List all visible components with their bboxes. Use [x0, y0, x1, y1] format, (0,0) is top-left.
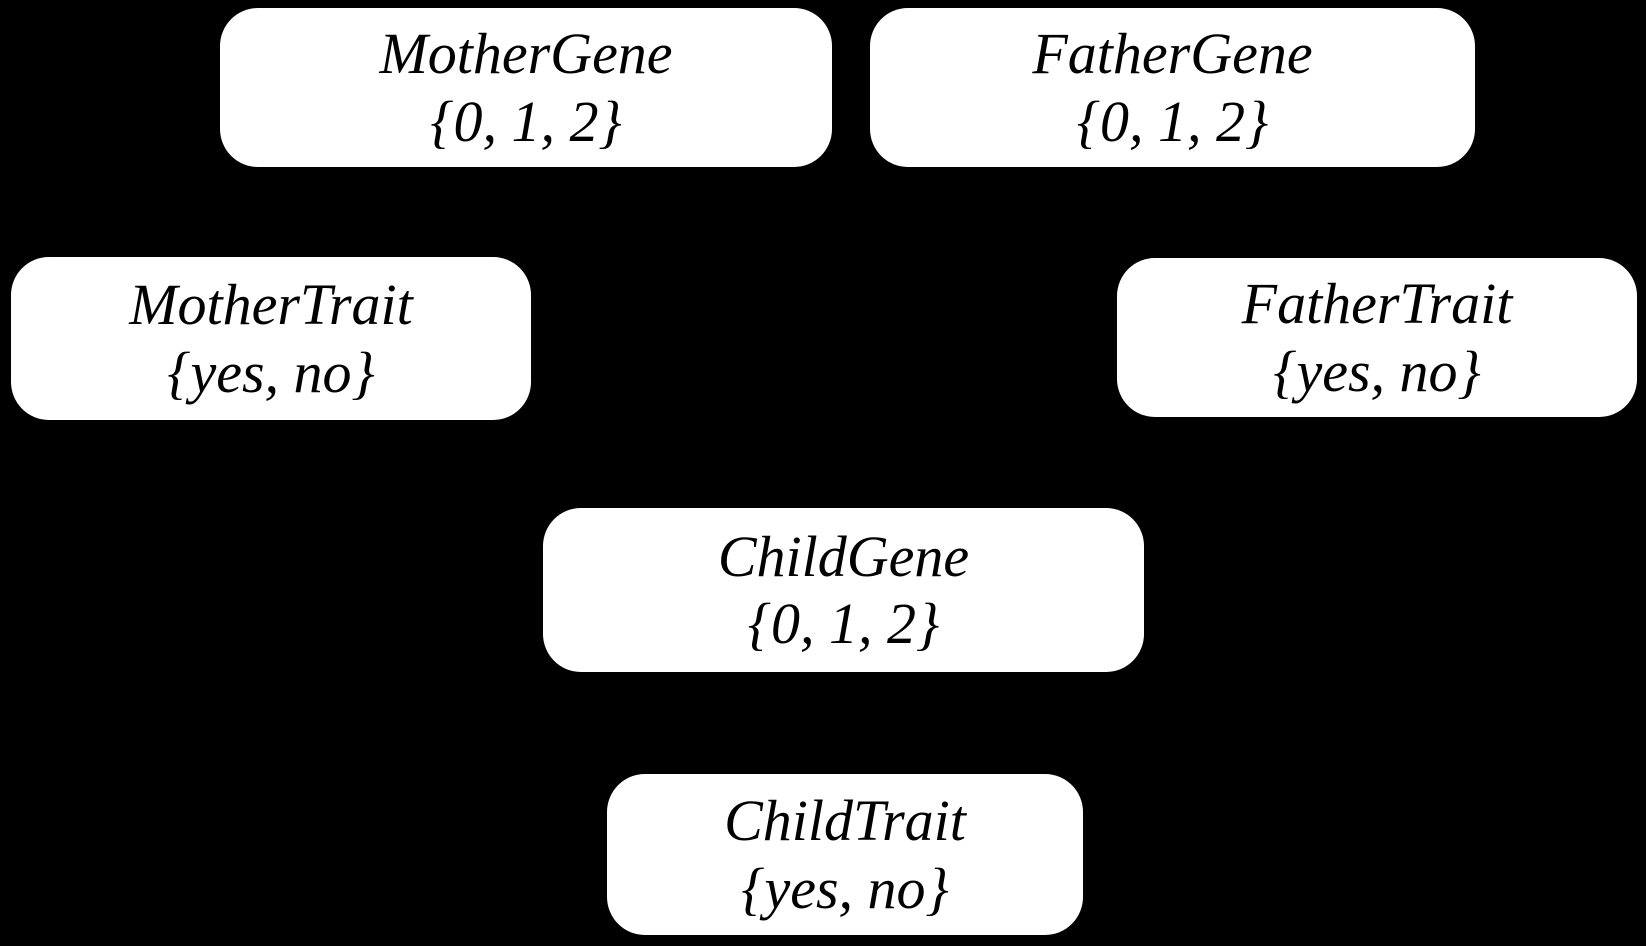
node-domain: {yes, no} [1273, 338, 1481, 404]
node-mother-trait: MotherTrait {yes, no} [11, 257, 531, 420]
node-label: ChildTrait [724, 788, 966, 854]
node-domain: {0, 1, 2} [430, 88, 622, 154]
node-child-gene: ChildGene {0, 1, 2} [543, 508, 1144, 672]
node-domain: {0, 1, 2} [1076, 88, 1269, 154]
node-child-trait: ChildTrait {yes, no} [607, 774, 1083, 935]
node-label: MotherGene [379, 21, 673, 87]
node-father-gene: FatherGene {0, 1, 2} [870, 8, 1475, 167]
node-label: MotherTrait [129, 272, 413, 338]
node-label: FatherGene [1032, 21, 1313, 87]
node-domain: {yes, no} [167, 339, 375, 405]
node-mother-gene: MotherGene {0, 1, 2} [220, 8, 832, 167]
node-label: ChildGene [717, 523, 970, 589]
node-father-trait: FatherTrait {yes, no} [1117, 258, 1637, 417]
node-domain: {yes, no} [741, 855, 949, 921]
node-domain: {0, 1, 2} [747, 591, 940, 656]
node-label: FatherTrait [1241, 271, 1513, 337]
